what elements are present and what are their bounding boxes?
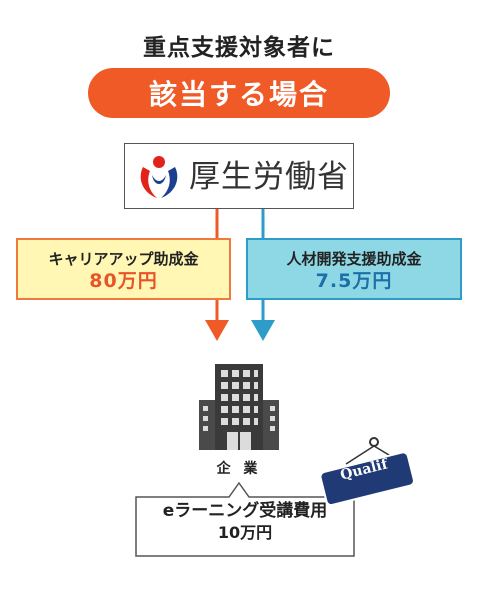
company-label: 企 業: [216, 461, 262, 477]
speech-bubble: [135, 481, 355, 557]
mhlw-logo-icon: [140, 156, 178, 198]
hanging-tag-icon: [319, 437, 415, 504]
grant-box-career-up: キャリアアップ助成金 80万円: [16, 238, 231, 300]
ministry-box: 厚生労働省: [124, 143, 354, 209]
banner-pill: 該当する場合: [88, 68, 390, 118]
grant-name: 人材開発支援助成金: [286, 250, 422, 268]
grant-amount: 7.5万円: [315, 270, 393, 292]
office-building-icon: [199, 364, 279, 450]
grant-amount: 80万円: [89, 270, 158, 292]
ministry-name: 厚生労働省: [189, 159, 349, 195]
grant-box-training: 人材開発支援助成金 7.5万円: [246, 238, 462, 300]
grant-name: キャリアアップ助成金: [48, 250, 199, 268]
page-title: 重点支援対象者に: [143, 35, 335, 61]
